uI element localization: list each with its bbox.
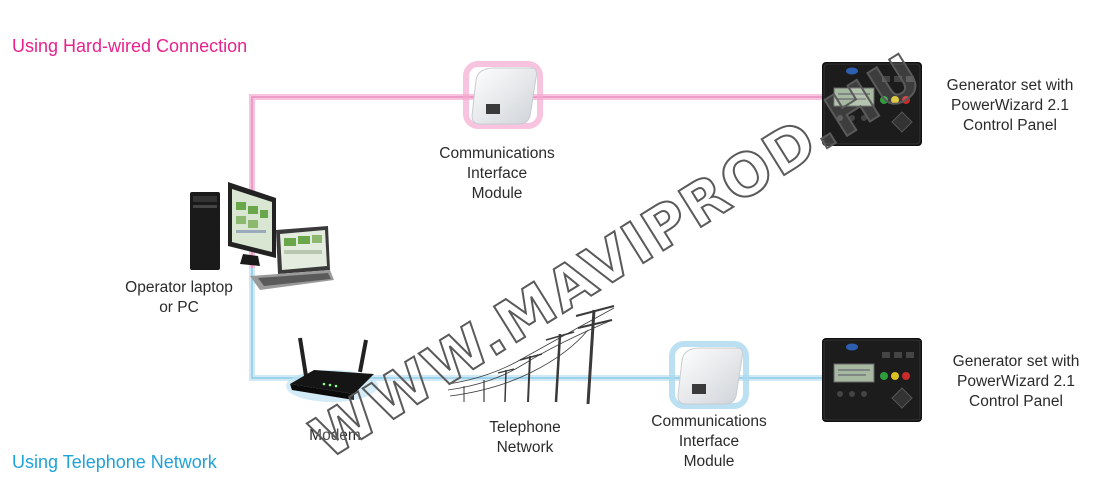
- cim-top-label-line1: Communications: [439, 145, 555, 162]
- cim-top-label: Communications Interface Module: [412, 144, 582, 204]
- control-panel-bottom-icon: [822, 338, 922, 422]
- genset-top-label-line1: Generator set with: [946, 77, 1074, 94]
- genset-bottom-label-line1: Generator set with: [952, 353, 1080, 370]
- cim-bottom-label-line1: Communications: [651, 413, 767, 430]
- cim-top-label-line2: Interface: [466, 165, 528, 182]
- telephone-poles-icon: [447, 300, 620, 405]
- genset-bottom-label-line3: Control Panel: [969, 393, 1063, 410]
- computer-icon: [188, 180, 336, 292]
- operator-label: Operator laptop or PC: [104, 278, 254, 318]
- telephone-label-line1: Telephone: [489, 419, 561, 436]
- cim-top-label-line3: Module: [471, 185, 523, 202]
- telephone-label: Telephone Network: [470, 418, 580, 458]
- cim-bottom-label-line2: Interface: [678, 433, 740, 450]
- genset-bottom-label-line2: PowerWizard 2.1: [956, 373, 1075, 390]
- control-panel-top-icon: [822, 62, 922, 146]
- telephone-section-title: Using Telephone Network: [12, 452, 217, 472]
- cim-top-icon: [462, 60, 544, 130]
- hardwired-section-title: Using Hard-wired Connection: [12, 36, 248, 56]
- genset-top-label-line3: Control Panel: [963, 117, 1057, 134]
- cim-bottom-label: Communications Interface Module: [624, 412, 794, 472]
- genset-top-label: Generator set with PowerWizard 2.1 Contr…: [930, 76, 1090, 136]
- operator-label-line1: Operator laptop: [125, 279, 233, 296]
- genset-top-label-line2: PowerWizard 2.1: [950, 97, 1069, 114]
- cim-bottom-icon: [668, 340, 750, 410]
- cim-bottom-label-line3: Module: [683, 453, 735, 470]
- telephone-label-line2: Network: [496, 439, 554, 456]
- modem-label: Modem: [309, 427, 361, 444]
- operator-label-line2: or PC: [159, 299, 199, 316]
- modem-icon: [284, 336, 380, 406]
- telephone-line: [249, 268, 840, 381]
- genset-bottom-label: Generator set with PowerWizard 2.1 Contr…: [936, 352, 1096, 412]
